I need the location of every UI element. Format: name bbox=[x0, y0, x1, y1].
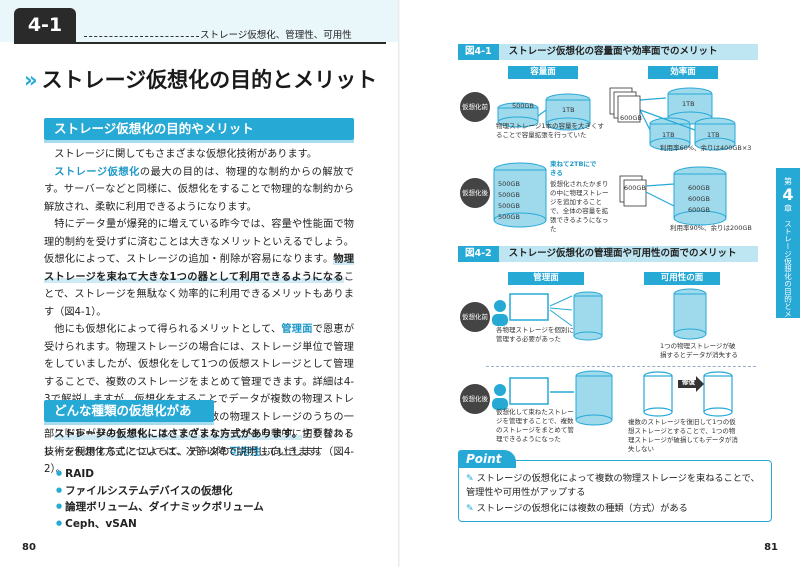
figure-title: ストレージ仮想化の管理面や可用性の面でのメリット bbox=[508, 248, 737, 259]
figure-4-1-drawing bbox=[493, 87, 736, 228]
header-dotted-line bbox=[84, 36, 199, 37]
bundle-label: 束ねて2TBにできる bbox=[550, 160, 597, 177]
figure-4-2-drawing bbox=[492, 288, 733, 426]
bullet-list: RAID ファイルシステムデバイスの仮想化 論理ボリューム、ダイナミックボリュー… bbox=[56, 466, 264, 532]
figure-title: ストレージ仮想化の容量面や効率面でのメリット bbox=[508, 46, 718, 57]
column-header-management: 管理面 bbox=[508, 272, 584, 285]
point-item: ✎ ストレージの仮想化によって複数の物理ストレージを束ねることで、管理性や可用性… bbox=[466, 473, 760, 498]
disk-label: 500GB bbox=[498, 180, 520, 188]
disk-label: 500GB bbox=[498, 213, 520, 221]
column-header-capacity: 容量面 bbox=[508, 66, 578, 79]
chapter-number: 4 bbox=[782, 185, 794, 204]
row-separator bbox=[486, 366, 756, 367]
chapter-title: ストレージ仮想化の目的とメリット bbox=[783, 220, 793, 340]
list-item: 論理ボリューム、ダイナミックボリューム bbox=[56, 499, 264, 516]
disk-label: 500GB bbox=[498, 191, 520, 199]
figure-label: 図4-2 bbox=[458, 246, 499, 262]
chapter-side-tab: 第 4 章 ストレージ仮想化の目的とメリット bbox=[776, 168, 800, 340]
highlight-term: 可用性 bbox=[229, 446, 261, 458]
file-label: 600GB bbox=[624, 184, 646, 192]
page-number: 80 bbox=[22, 542, 36, 553]
paragraph: ストレージ仮想化の最大の目的は、物理的な制約からの解放です。サーバーなどと同様に… bbox=[44, 166, 354, 213]
header-rule bbox=[14, 42, 386, 44]
disk-label: 500GB bbox=[512, 102, 534, 110]
figure-note: 仮想化されたかまりの中に物理ストレージを追加することで、全体の容量を拡張できるよ… bbox=[550, 180, 609, 233]
column-header-efficiency: 効率面 bbox=[648, 66, 718, 79]
point-label: Point bbox=[458, 450, 516, 468]
figure-note: 仮想化して束ねたストレージを管理することで、複数のストレージをまとめて管理できる… bbox=[496, 408, 574, 443]
paragraph: ストレージの仮想化にはさまざまな方式があります。主要なストレージ仮想化方式につい… bbox=[44, 429, 355, 458]
pencil-icon: ✎ bbox=[466, 503, 474, 514]
figure-note: 物理ストレージ1本の容量を大きくすることで容量拡張を行っていた bbox=[496, 122, 605, 139]
figure-note: 各物理ストレージを個別に管理する必要があった bbox=[496, 326, 574, 343]
chapter-suffix: 章 bbox=[784, 204, 792, 213]
paragraph: 特にデータ量が爆発的に増えている昨今では、容量や性能面で物理的制約を受けずに済む… bbox=[44, 219, 355, 318]
disk-label: 500GB bbox=[498, 202, 520, 210]
disk-label: 1TB bbox=[682, 100, 695, 108]
emphasis-text: ストレージの仮想化にはさまざまな方式があります。 bbox=[54, 429, 303, 440]
list-item: ファイルシステムデバイスの仮想化 bbox=[56, 483, 264, 500]
disk-label: 1TB bbox=[562, 106, 575, 114]
chevron-icon: » bbox=[24, 68, 38, 92]
restore-label: 修復 bbox=[682, 378, 695, 386]
left-page: 4-1 ストレージ仮想化、管理性、可用性 »ストレージ仮想化の目的とメリット ス… bbox=[0, 0, 400, 567]
row-label-after: 仮想化後 bbox=[460, 384, 490, 414]
usage-before: 利用率60%、余りは400GB×3 bbox=[660, 144, 752, 152]
point-box bbox=[458, 460, 772, 522]
row-label-before: 仮想化前 bbox=[460, 302, 490, 332]
disk-label: 600GB bbox=[688, 206, 710, 214]
section-number: 4-1 bbox=[14, 8, 76, 42]
chapter-word: 第 bbox=[784, 177, 792, 186]
subhead-types: どんな種類の仮想化がある？ bbox=[44, 400, 214, 440]
highlight-term: ストレージ仮想化 bbox=[54, 166, 140, 178]
file-label: 600GB bbox=[620, 114, 642, 122]
pencil-icon: ✎ bbox=[466, 473, 474, 484]
paragraph: ストレージに関してもさまざまな仮想化技術があります。 bbox=[54, 149, 318, 160]
usage-after: 利用率90%、余りは200GB bbox=[670, 224, 752, 232]
highlight-term: 管理面 bbox=[281, 324, 313, 335]
column-header-availability: 可用性の面 bbox=[644, 272, 720, 285]
list-item: RAID bbox=[56, 466, 264, 483]
figure-note: 複数のストレージを復旧して1つの仮想ストレージとすることで、1つの物理ストレージ… bbox=[628, 418, 738, 453]
row-label-before: 仮想化前 bbox=[460, 92, 490, 122]
page-title: »ストレージ仮想化の目的とメリット bbox=[24, 64, 377, 94]
disk-label: 600GB bbox=[688, 184, 710, 192]
list-item: Ceph、vSAN bbox=[56, 516, 264, 533]
page-number: 81 bbox=[764, 542, 778, 553]
section-title: ストレージ仮想化、管理性、可用性 bbox=[200, 30, 352, 41]
row-label-after: 仮想化後 bbox=[460, 178, 490, 208]
figure-4-2-header: 図4-2 ストレージ仮想化の管理面や可用性の面でのメリット bbox=[458, 246, 758, 262]
figure-note: 1つの物理ストレージが破損するとデータが消失する bbox=[660, 342, 738, 359]
point-item: ✎ ストレージの仮想化には複数の種類（方式）がある bbox=[466, 503, 688, 514]
figure-4-1-header: 図4-1 ストレージ仮想化の容量面や効率面でのメリット bbox=[458, 44, 758, 60]
disk-label: 1TB bbox=[707, 131, 720, 139]
subhead-purpose: ストレージ仮想化の目的やメリット bbox=[44, 118, 354, 143]
body-text-2: ストレージの仮想化にはさまざまな方式があります。主要なストレージ仮想化方式につい… bbox=[44, 426, 354, 461]
page-title-text: ストレージ仮想化の目的とメリット bbox=[41, 68, 378, 92]
figure-label: 図4-1 bbox=[458, 44, 499, 60]
disk-label: 600GB bbox=[688, 195, 710, 203]
disk-label: 1TB bbox=[662, 131, 675, 139]
